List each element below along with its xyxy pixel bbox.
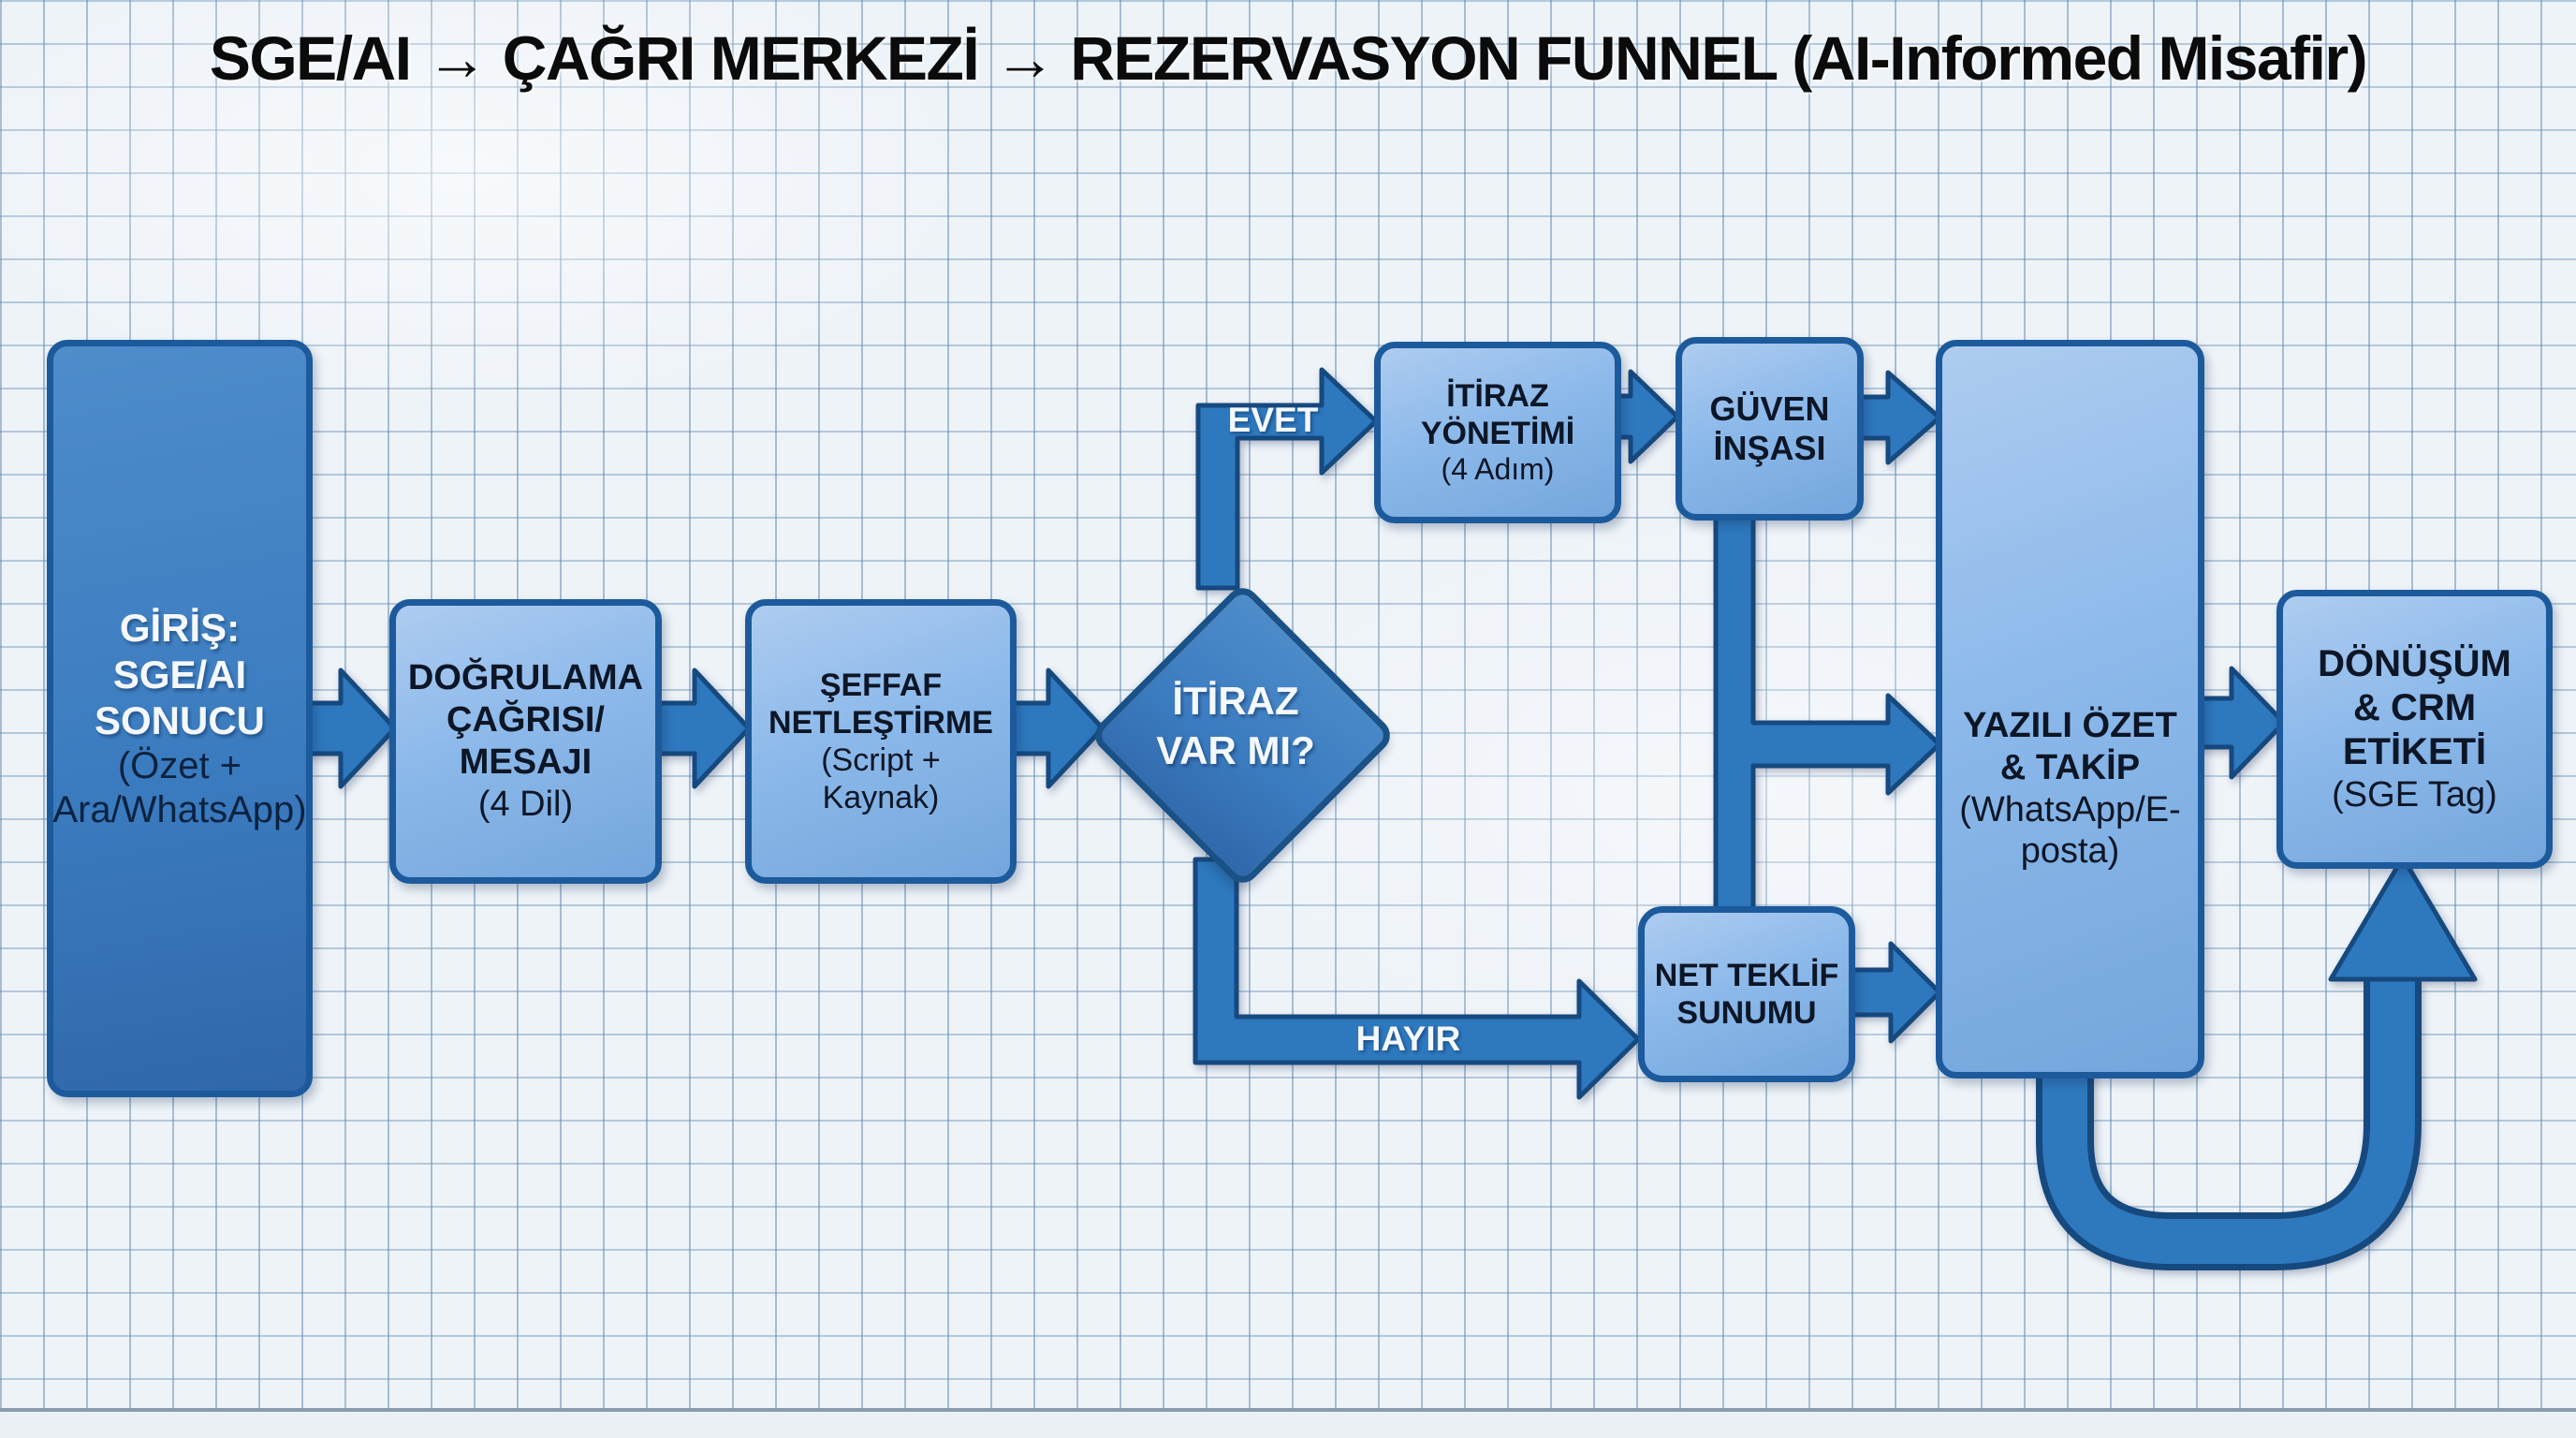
node-subtext-line: (4 Dil)	[477, 784, 574, 824]
node-subtext-line: (4 Adım)	[1441, 452, 1555, 487]
decision-label: İTİRAZ VAR MI?	[1095, 677, 1376, 775]
node-text-line: ETİKETİ	[2342, 731, 2487, 773]
edge-label-evet: EVET	[1227, 401, 1319, 439]
node-yazili-ozet-takip: YAZILI ÖZET & TAKİP (WhatsApp/E- posta)	[1936, 340, 2204, 1078]
node-giris-sge-ai-sonucu: GİRİŞ: SGE/AI SONUCU (Özet + Ara/WhatsAp…	[47, 340, 313, 1097]
node-text-line: & CRM	[2352, 686, 2477, 728]
edge-label-hayir: HAYIR	[1355, 1020, 1461, 1058]
node-text-line: ÇAĞRISI/	[446, 700, 605, 741]
node-text-line: ŞEFFAF	[819, 667, 943, 703]
node-guven-insasi: GÜVEN İNŞASI	[1676, 337, 1864, 521]
node-itiraz-yonetimi: İTİRAZ YÖNETİMİ (4 Adım)	[1374, 342, 1621, 523]
node-text-line: GİRİŞ:	[119, 605, 241, 650]
paper-bottom-margin	[0, 1408, 2576, 1438]
node-text-line: YAZILI ÖZET	[1963, 705, 2177, 745]
node-subtext-line: posta)	[2020, 831, 2120, 872]
diagram-title: SGE/AI → ÇAĞRI MERKEZİ → REZERVASYON FUN…	[209, 23, 2368, 93]
connector-feedback-curve	[2036, 855, 2478, 1270]
node-text-line: SUNUMU	[1676, 995, 1817, 1031]
node-net-teklif-sunumu: NET TEKLİF SUNUMU	[1638, 906, 1855, 1082]
node-text-line: İTİRAZ	[1446, 378, 1549, 415]
connector-guven-t-branch	[1713, 503, 1942, 915]
node-subtext-line: Ara/WhatsApp)	[52, 788, 307, 830]
node-subtext-line: Kaynak)	[822, 780, 940, 816]
node-text-line: YÖNETİMİ	[1420, 416, 1575, 452]
node-text-line: & TAKİP	[1999, 747, 2141, 787]
node-seffaf-netlestirme: ŞEFFAF NETLEŞTİRME (Script + Kaynak)	[745, 599, 1017, 884]
connector-hayir-elbow	[1193, 857, 1641, 1100]
feedback-curve-body	[2042, 969, 2415, 1264]
node-subtext-line: (Script +	[821, 742, 941, 778]
node-text-line: DOĞRULAMA	[407, 658, 644, 698]
node-text-line: NET TEKLİF	[1654, 957, 1839, 993]
node-text-line: DÖNÜŞÜM	[2318, 642, 2511, 684]
node-text-line: MESAJI	[459, 742, 593, 782]
connector-evet-elbow	[1195, 367, 1379, 591]
node-subtext-line: (SGE Tag)	[2332, 775, 2497, 815]
node-dogrulama-cagrisi: DOĞRULAMA ÇAĞRISI/ MESAJI (4 Dil)	[389, 599, 662, 884]
node-text-block: YAZILI ÖZET & TAKİP (WhatsApp/E- posta)	[1959, 705, 2181, 873]
node-subtext-line: (WhatsApp/E-	[1959, 789, 2181, 829]
node-text-line: GÜVEN	[1709, 389, 1830, 428]
feedback-arrowhead	[2328, 855, 2478, 982]
node-subtext-line: (Özet +	[117, 744, 242, 786]
node-text-line: SONUCU	[94, 698, 265, 743]
node-text-line: SGE/AI	[112, 652, 247, 697]
node-text-line: NETLEŞTİRME	[768, 704, 993, 741]
node-text-line: İTİRAZ	[1172, 679, 1299, 723]
node-text-line: VAR MI?	[1156, 727, 1315, 772]
node-text-line: İNŞASI	[1713, 429, 1826, 467]
node-donusum-crm-etiketi: DÖNÜŞÜM & CRM ETİKETİ (SGE Tag)	[2276, 590, 2553, 869]
